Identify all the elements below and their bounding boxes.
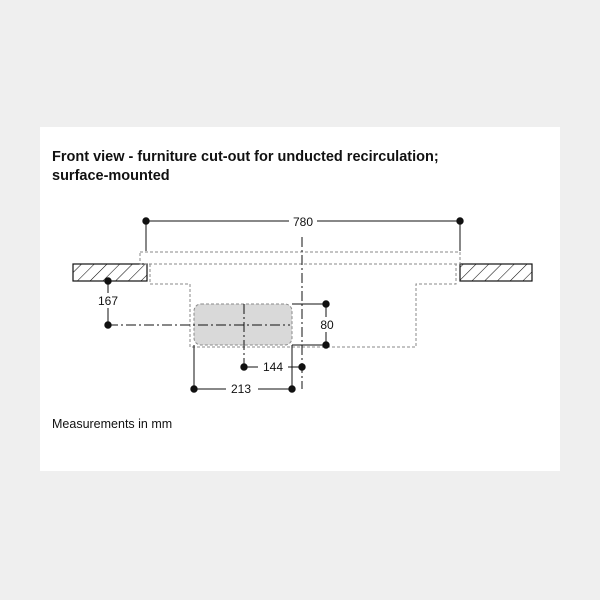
appliance-outline	[139, 251, 461, 348]
measurement-note: Measurements in mm	[52, 417, 173, 431]
dimension-213-label: 213	[231, 382, 251, 396]
worktop-right	[459, 263, 533, 282]
label-bg-213	[226, 381, 258, 396]
technical-drawing: 780 167 80 144	[72, 213, 533, 396]
label-bg-780	[289, 213, 317, 229]
label-bg-144	[258, 359, 288, 374]
dimension-780-label: 780	[293, 215, 313, 229]
label-bg-80	[316, 317, 340, 332]
dimension-80-label: 80	[320, 318, 334, 332]
dimension-167-label: 167	[98, 294, 118, 308]
dimension-80	[292, 300, 330, 349]
title-line-2: surface-mounted	[52, 168, 170, 184]
title-line-1: Front view - furniture cut-out for unduc…	[52, 149, 439, 165]
diagram-card: Front view - furniture cut-out for unduc…	[40, 127, 560, 471]
label-bg-167	[94, 293, 122, 308]
dimension-144-label: 144	[263, 360, 283, 374]
page-title: Front view - furniture cut-out for unduc…	[52, 148, 552, 186]
